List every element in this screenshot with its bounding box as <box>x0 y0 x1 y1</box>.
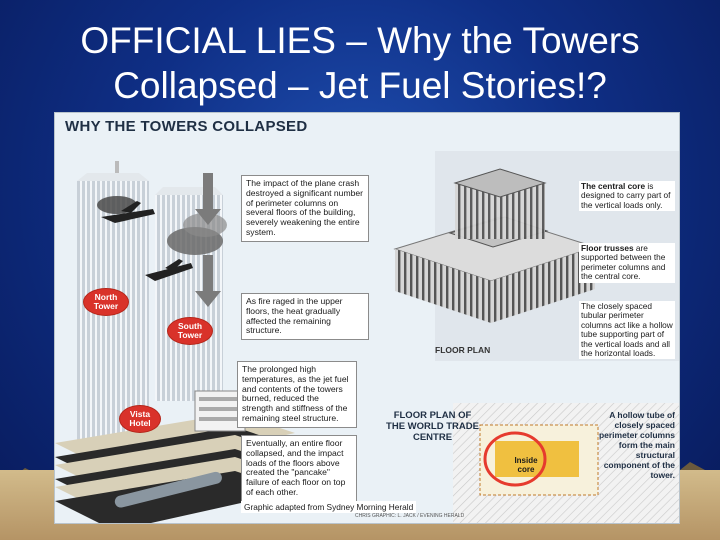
central-core-callout: The central core is designed to carry pa… <box>579 181 675 212</box>
towers-collapse-graphic: WHY THE TOWERS COLLAPSED North Tower Sou… <box>54 112 680 524</box>
fine-print: CHRIS GRAPHIC: L. JACK / EVENING HERALD <box>355 513 465 519</box>
step-3-box: The prolonged high temperatures, as the … <box>237 361 357 428</box>
graphic-title: WHY THE TOWERS COLLAPSED <box>65 118 308 135</box>
north-tower-tag: North Tower <box>83 288 129 316</box>
hollow-tube-note: A hollow tube of closely spaced perimete… <box>598 410 675 480</box>
step-2-box: As fire raged in the upper floors, the h… <box>241 293 369 341</box>
south-tower-tag: South Tower <box>167 317 213 345</box>
plane-icon <box>145 259 193 281</box>
central-core-text: is designed to carry part of the vertica… <box>581 181 671 210</box>
floor-plan-heading: FLOOR PLAN OF THE WORLD TRADE CENTRE <box>386 410 479 443</box>
step-4-box: Eventually, an entire floor collapsed, a… <box>241 435 357 502</box>
floor-plan-grid <box>479 424 599 496</box>
central-core-term: The central core <box>581 181 646 191</box>
floor-trusses-text: are supported between the perimeter colu… <box>581 243 666 282</box>
plane-icon <box>101 201 155 223</box>
floor-plan-model <box>393 168 597 323</box>
inside-core-label: Inside core <box>514 456 538 474</box>
graphic-credit: Graphic adapted from Sydney Morning Hera… <box>241 501 417 513</box>
slide-title-line-2: Collapsed – Jet Fuel Stories!? <box>113 65 607 106</box>
vista-hotel-tag: Vista Hotel <box>119 405 161 433</box>
step-1-box: The impact of the plane crash destroyed … <box>241 175 369 242</box>
slide-title-line-1: OFFICIAL LIES – Why the Towers <box>80 20 640 61</box>
perimeter-columns-callout: The closely spaced tubular perimeter col… <box>579 301 675 360</box>
floor-trusses-term: Floor trusses <box>581 243 634 253</box>
slide-title: OFFICIAL LIES – Why the Towers Collapsed… <box>20 18 700 108</box>
floor-plan-label: FLOOR PLAN <box>435 345 491 355</box>
floor-trusses-callout: Floor trusses are supported between the … <box>579 243 675 283</box>
